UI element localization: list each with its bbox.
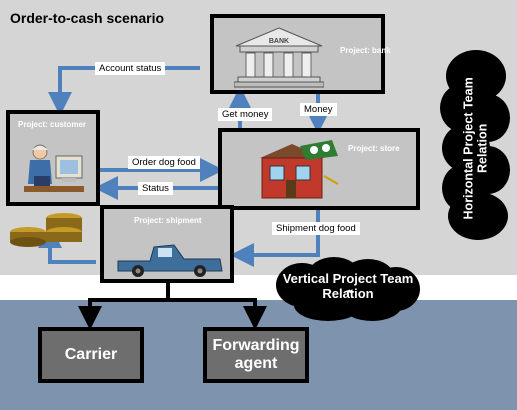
shipment-dog-food-label: Shipment dog food [272,222,360,235]
storefront-icon [260,140,339,199]
shipment-project-label: Project: shipment [134,216,202,225]
customer-project-box: Project: customer [6,110,100,206]
customer-project-label: Project: customer [18,120,87,129]
forwarding-connector [168,298,267,330]
horizontal-relation-cloud [440,50,510,240]
status-label: Status [138,182,173,195]
bank-sign: BANK [269,38,289,45]
bank-building-icon: BANK [234,27,324,88]
order-dog-food-label: Order dog food [128,156,200,169]
carrier-box: Carrier [38,327,144,383]
vertical-relation-label: Vertical Project Team Relation [282,271,414,301]
store-project-label: Project: store [348,144,400,153]
bank-project-box: BANK Project: bank [210,14,391,94]
customer-at-computer-icon [24,144,84,192]
get-money-label: Get money [218,108,273,121]
store-project-box: Project: store [218,128,420,210]
forwarding-agent-box: Forwarding agent [203,327,309,383]
carrier-connector [78,298,168,330]
vertical-relation-cloud [276,257,420,321]
shipment-project-box: Project: shipment [100,205,234,283]
account-status-label: Account status [95,62,166,75]
horizontal-relation-label: Horizontal Project Team Relation [461,77,490,220]
diagram-title: Order-to-cash scenario [10,10,165,26]
pickup-truck-icon [117,244,223,277]
money-label: Money [300,103,337,116]
dog-food-cans-icon [10,213,82,247]
bank-project-label: Project: bank [340,46,391,55]
